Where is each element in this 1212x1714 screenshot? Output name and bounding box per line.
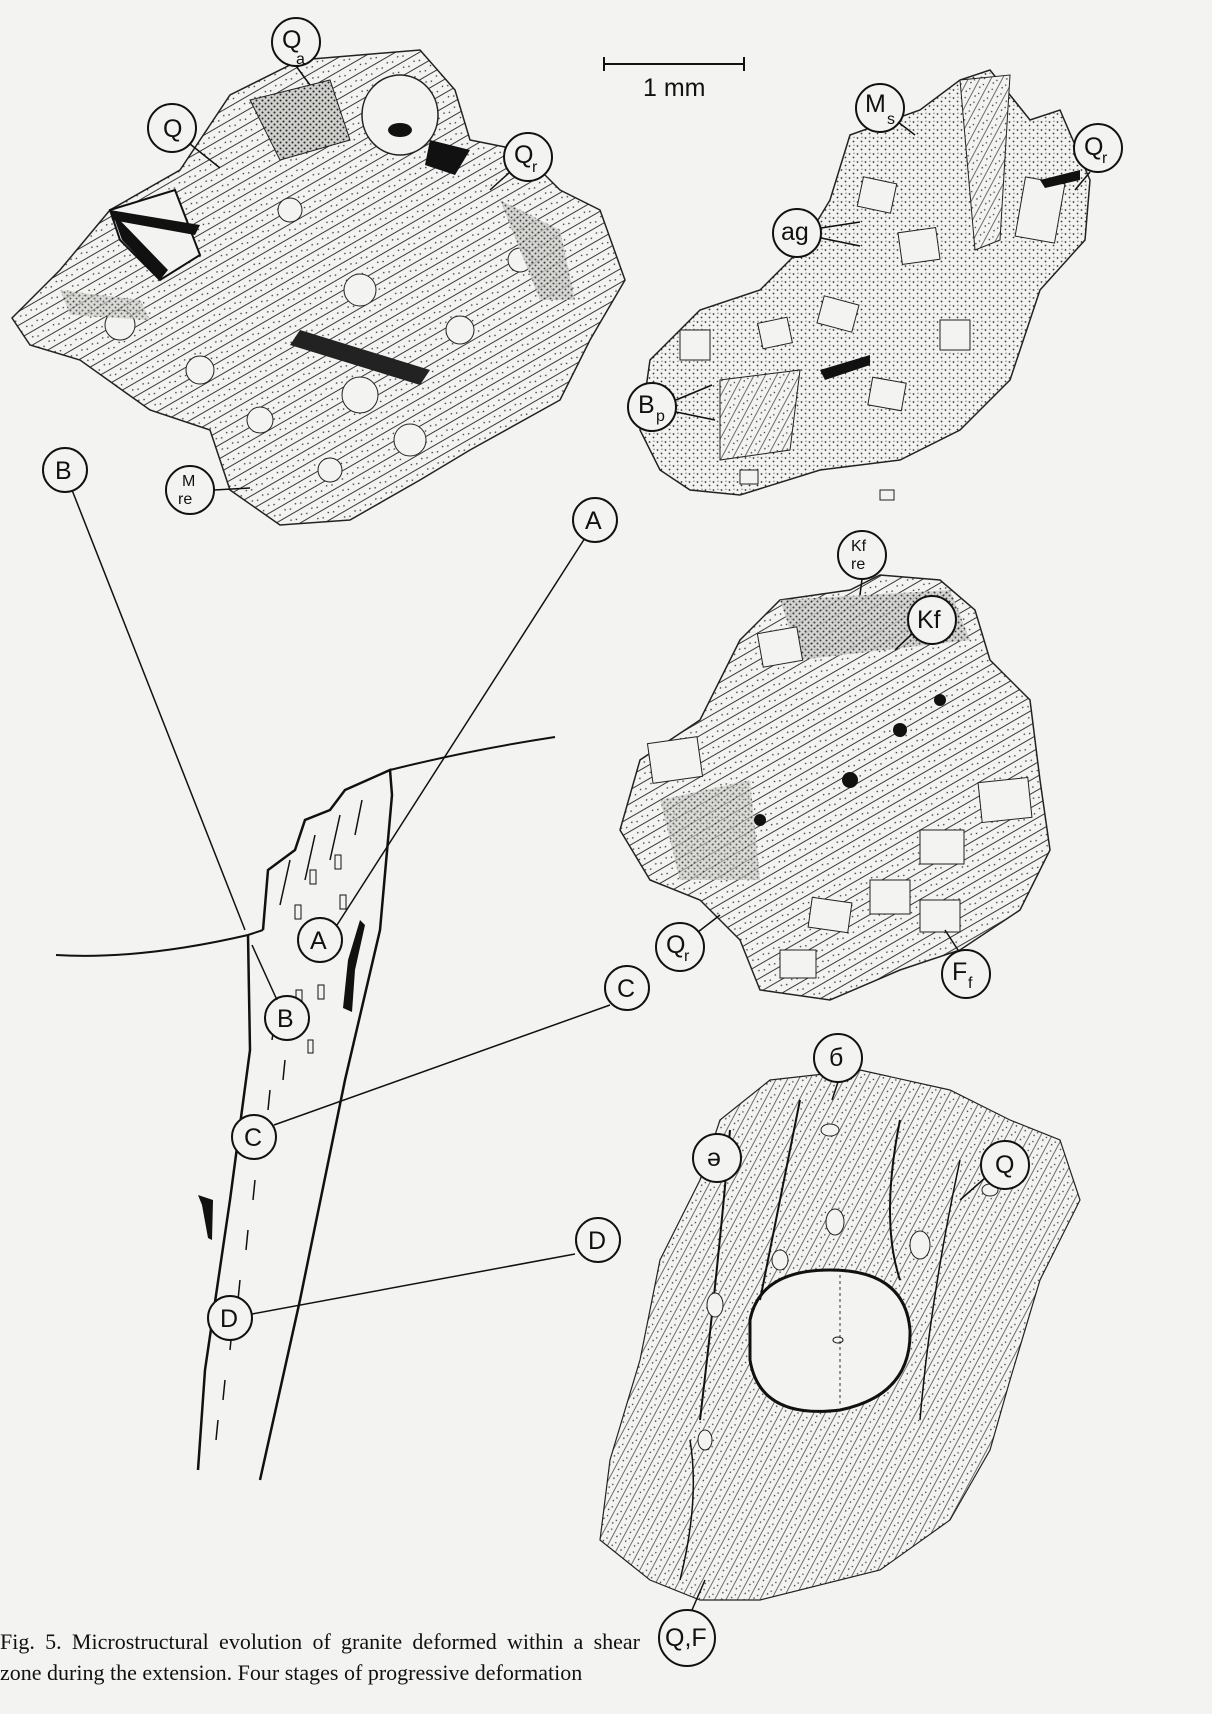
label-kfre-sub: re [851,556,865,573]
panel-b-micrograph [12,50,625,525]
scale-bar-label: 1 mm [643,74,706,102]
panel-tag-a: A [585,507,602,535]
section-point-d: D [220,1305,238,1333]
label-qr-c: Q [666,931,685,959]
label-kf: Kf [917,606,941,634]
panel-tag-c: C [617,975,635,1003]
label-ms: M [865,90,886,118]
label-sigma: б [829,1044,843,1072]
label-qr-a-sub: r [1102,150,1108,167]
panel-tag-d: D [588,1227,606,1255]
panel-a-micrograph [640,70,1090,500]
section-point-b: B [277,1005,294,1033]
label-qr: Q [514,141,533,169]
label-ff-sub: f [968,975,973,992]
label-bp-sub: p [656,408,665,425]
leader-lines [72,490,610,1314]
panel-tags: B A C D [43,448,649,1262]
panel-tag-b: B [55,457,72,485]
scale-bar: 1 mm [604,57,744,102]
figure-caption: Fig. 5. Microstructural evolution of gra… [0,1626,640,1688]
label-delta: ә [707,1144,721,1172]
label-mre-sub: re [178,491,192,508]
label-kfre: Kf [851,538,867,555]
label-qf-sub: a [296,51,305,68]
label-ag: ag [781,218,809,246]
label-bp: B [638,391,655,419]
section-point-a: A [310,927,327,955]
label-q: Q [163,115,182,143]
section-point-c: C [244,1124,262,1152]
label-ff: F [952,958,967,986]
cross-section-labels: A B C D [208,918,342,1340]
label-q-d: Q [995,1151,1014,1179]
shear-zone-cross-section [56,737,555,1480]
label-mre: M [182,473,195,490]
label-qf: Q [282,26,301,54]
label-ms-sub: s [887,111,895,128]
label-qr-sub: r [532,159,538,176]
label-qr-a: Q [1084,133,1103,161]
label-qr-c-sub: r [684,948,690,965]
label-qf-d: Q,F [665,1624,707,1652]
